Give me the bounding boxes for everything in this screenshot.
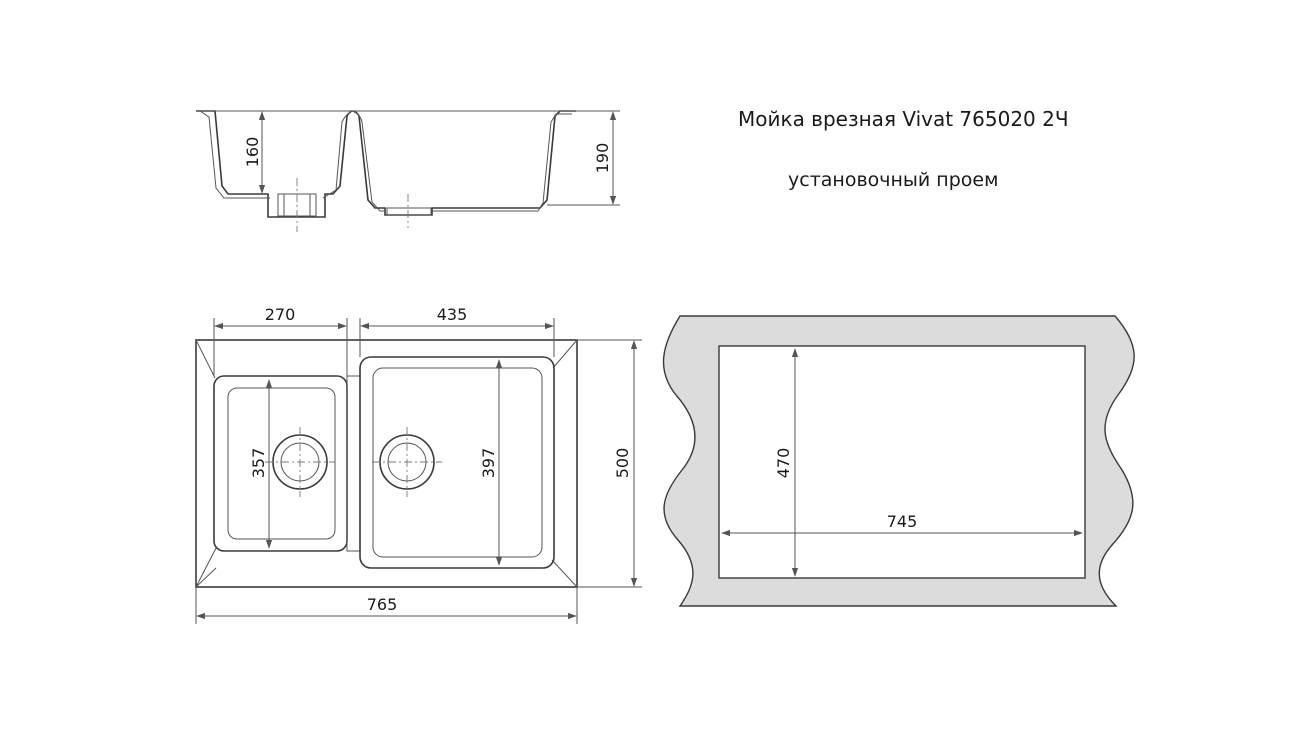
dim-500-label: 500 xyxy=(613,448,632,479)
large-drain-section xyxy=(386,207,432,216)
small-bowl-inner xyxy=(227,387,336,540)
top-view: 270 435 357 397 500 765 xyxy=(195,305,642,624)
drawing-title: Мойка врезная Vivat 765020 2Ч xyxy=(738,107,1069,131)
section-view: 160 190 xyxy=(196,110,620,232)
dim-435-label: 435 xyxy=(437,305,468,324)
dim-765-label: 765 xyxy=(367,595,398,614)
cutout-view: 470 745 xyxy=(662,315,1135,607)
dim-745-label: 745 xyxy=(887,512,918,531)
sink-outline xyxy=(195,339,578,588)
large-bowl-inner xyxy=(372,367,543,558)
dim-190-label: 190 xyxy=(593,143,612,174)
dim-357-label: 357 xyxy=(249,448,268,479)
dim-397-label: 397 xyxy=(479,448,498,479)
large-bowl-outer xyxy=(359,356,555,569)
dim-470-label: 470 xyxy=(774,448,793,479)
section-inner xyxy=(199,110,572,212)
cutout-opening xyxy=(718,345,1086,579)
cutout-caption: установочный проем xyxy=(788,169,999,191)
dim-160-label: 160 xyxy=(243,137,262,168)
dim-270-label: 270 xyxy=(265,305,296,324)
